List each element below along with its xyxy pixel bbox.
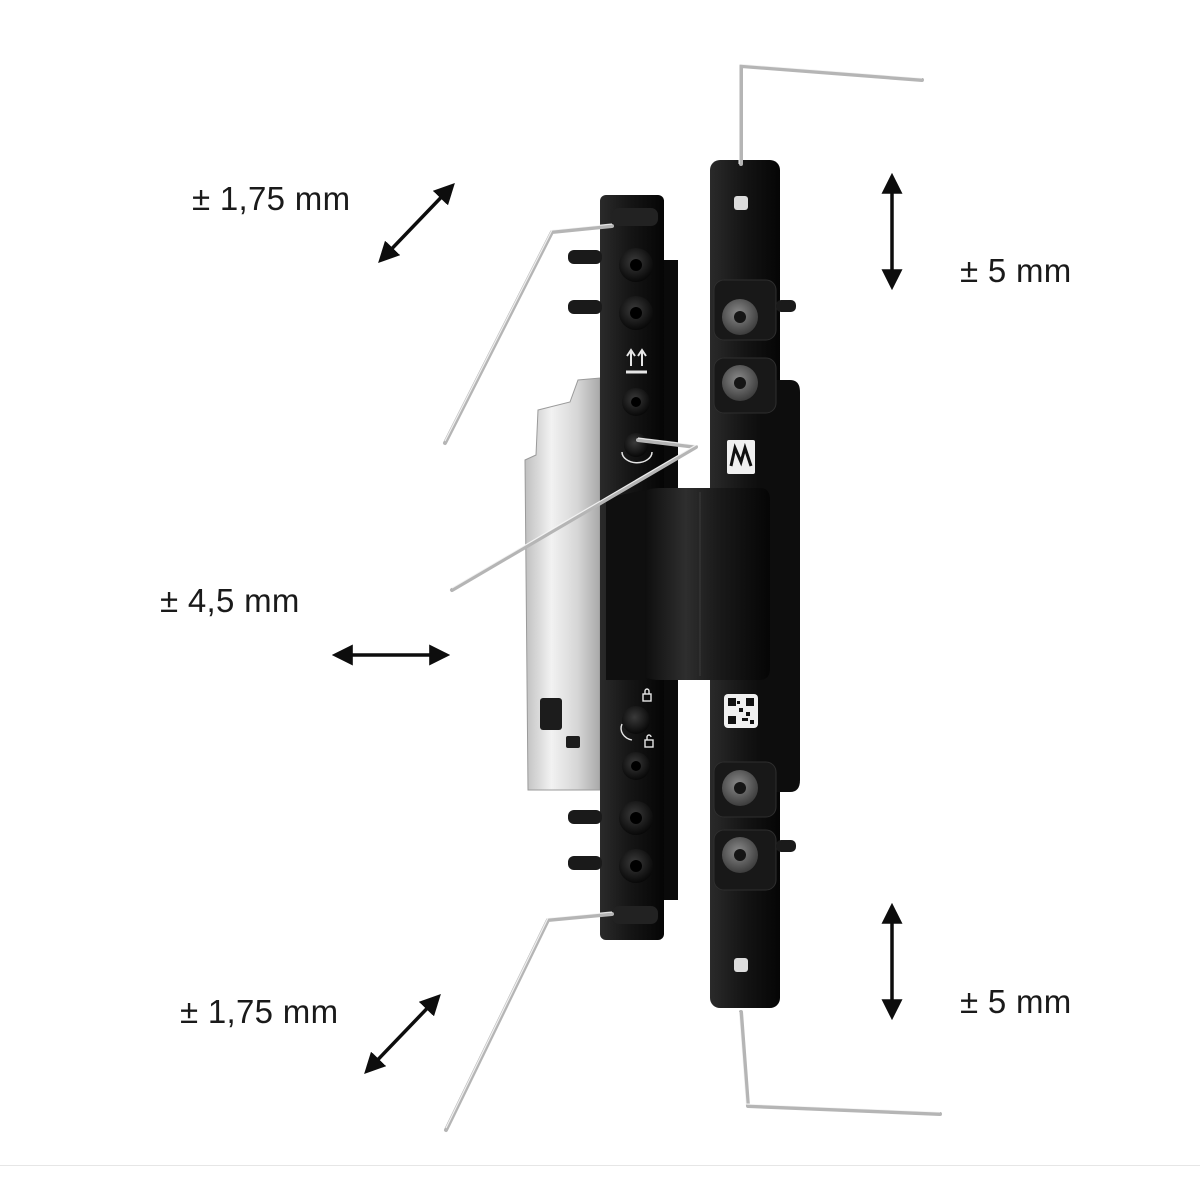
arrow-top-left: [378, 182, 455, 264]
hex-key-middle: [450, 438, 698, 592]
hex-key-top-left: [443, 224, 614, 445]
bottom-right-adjustment-label: ± 5 mm: [960, 983, 1072, 1020]
hex-key-bottom-left: [444, 912, 614, 1132]
hex-keys: [443, 64, 942, 1132]
hinge-knuckle: [606, 488, 770, 680]
dimension-arrows: [331, 172, 903, 1075]
floor-line: [0, 1165, 1200, 1166]
top-right-adjustment-label: ± 5 mm: [960, 252, 1072, 289]
lock-icon: [642, 688, 652, 702]
brand-logo-icon: [727, 440, 755, 474]
rotate-icon: [621, 451, 653, 464]
middle-left-adjustment-label: ± 4,5 mm: [160, 582, 300, 619]
unlock-icon: [644, 734, 654, 748]
hex-key-top-right: [739, 64, 924, 166]
right-leaf-pads: [722, 299, 758, 873]
arrow-bottom-left: [364, 993, 441, 1075]
silver-mounting-plate: [524, 377, 601, 791]
bottom-left-adjustment-label: ± 1,75 mm: [180, 993, 339, 1030]
hex-key-bottom-right: [739, 1010, 942, 1116]
qr-code-icon: [724, 694, 758, 728]
top-left-adjustment-label: ± 1,75 mm: [192, 180, 351, 217]
double-up-arrow-icon: [626, 348, 647, 374]
